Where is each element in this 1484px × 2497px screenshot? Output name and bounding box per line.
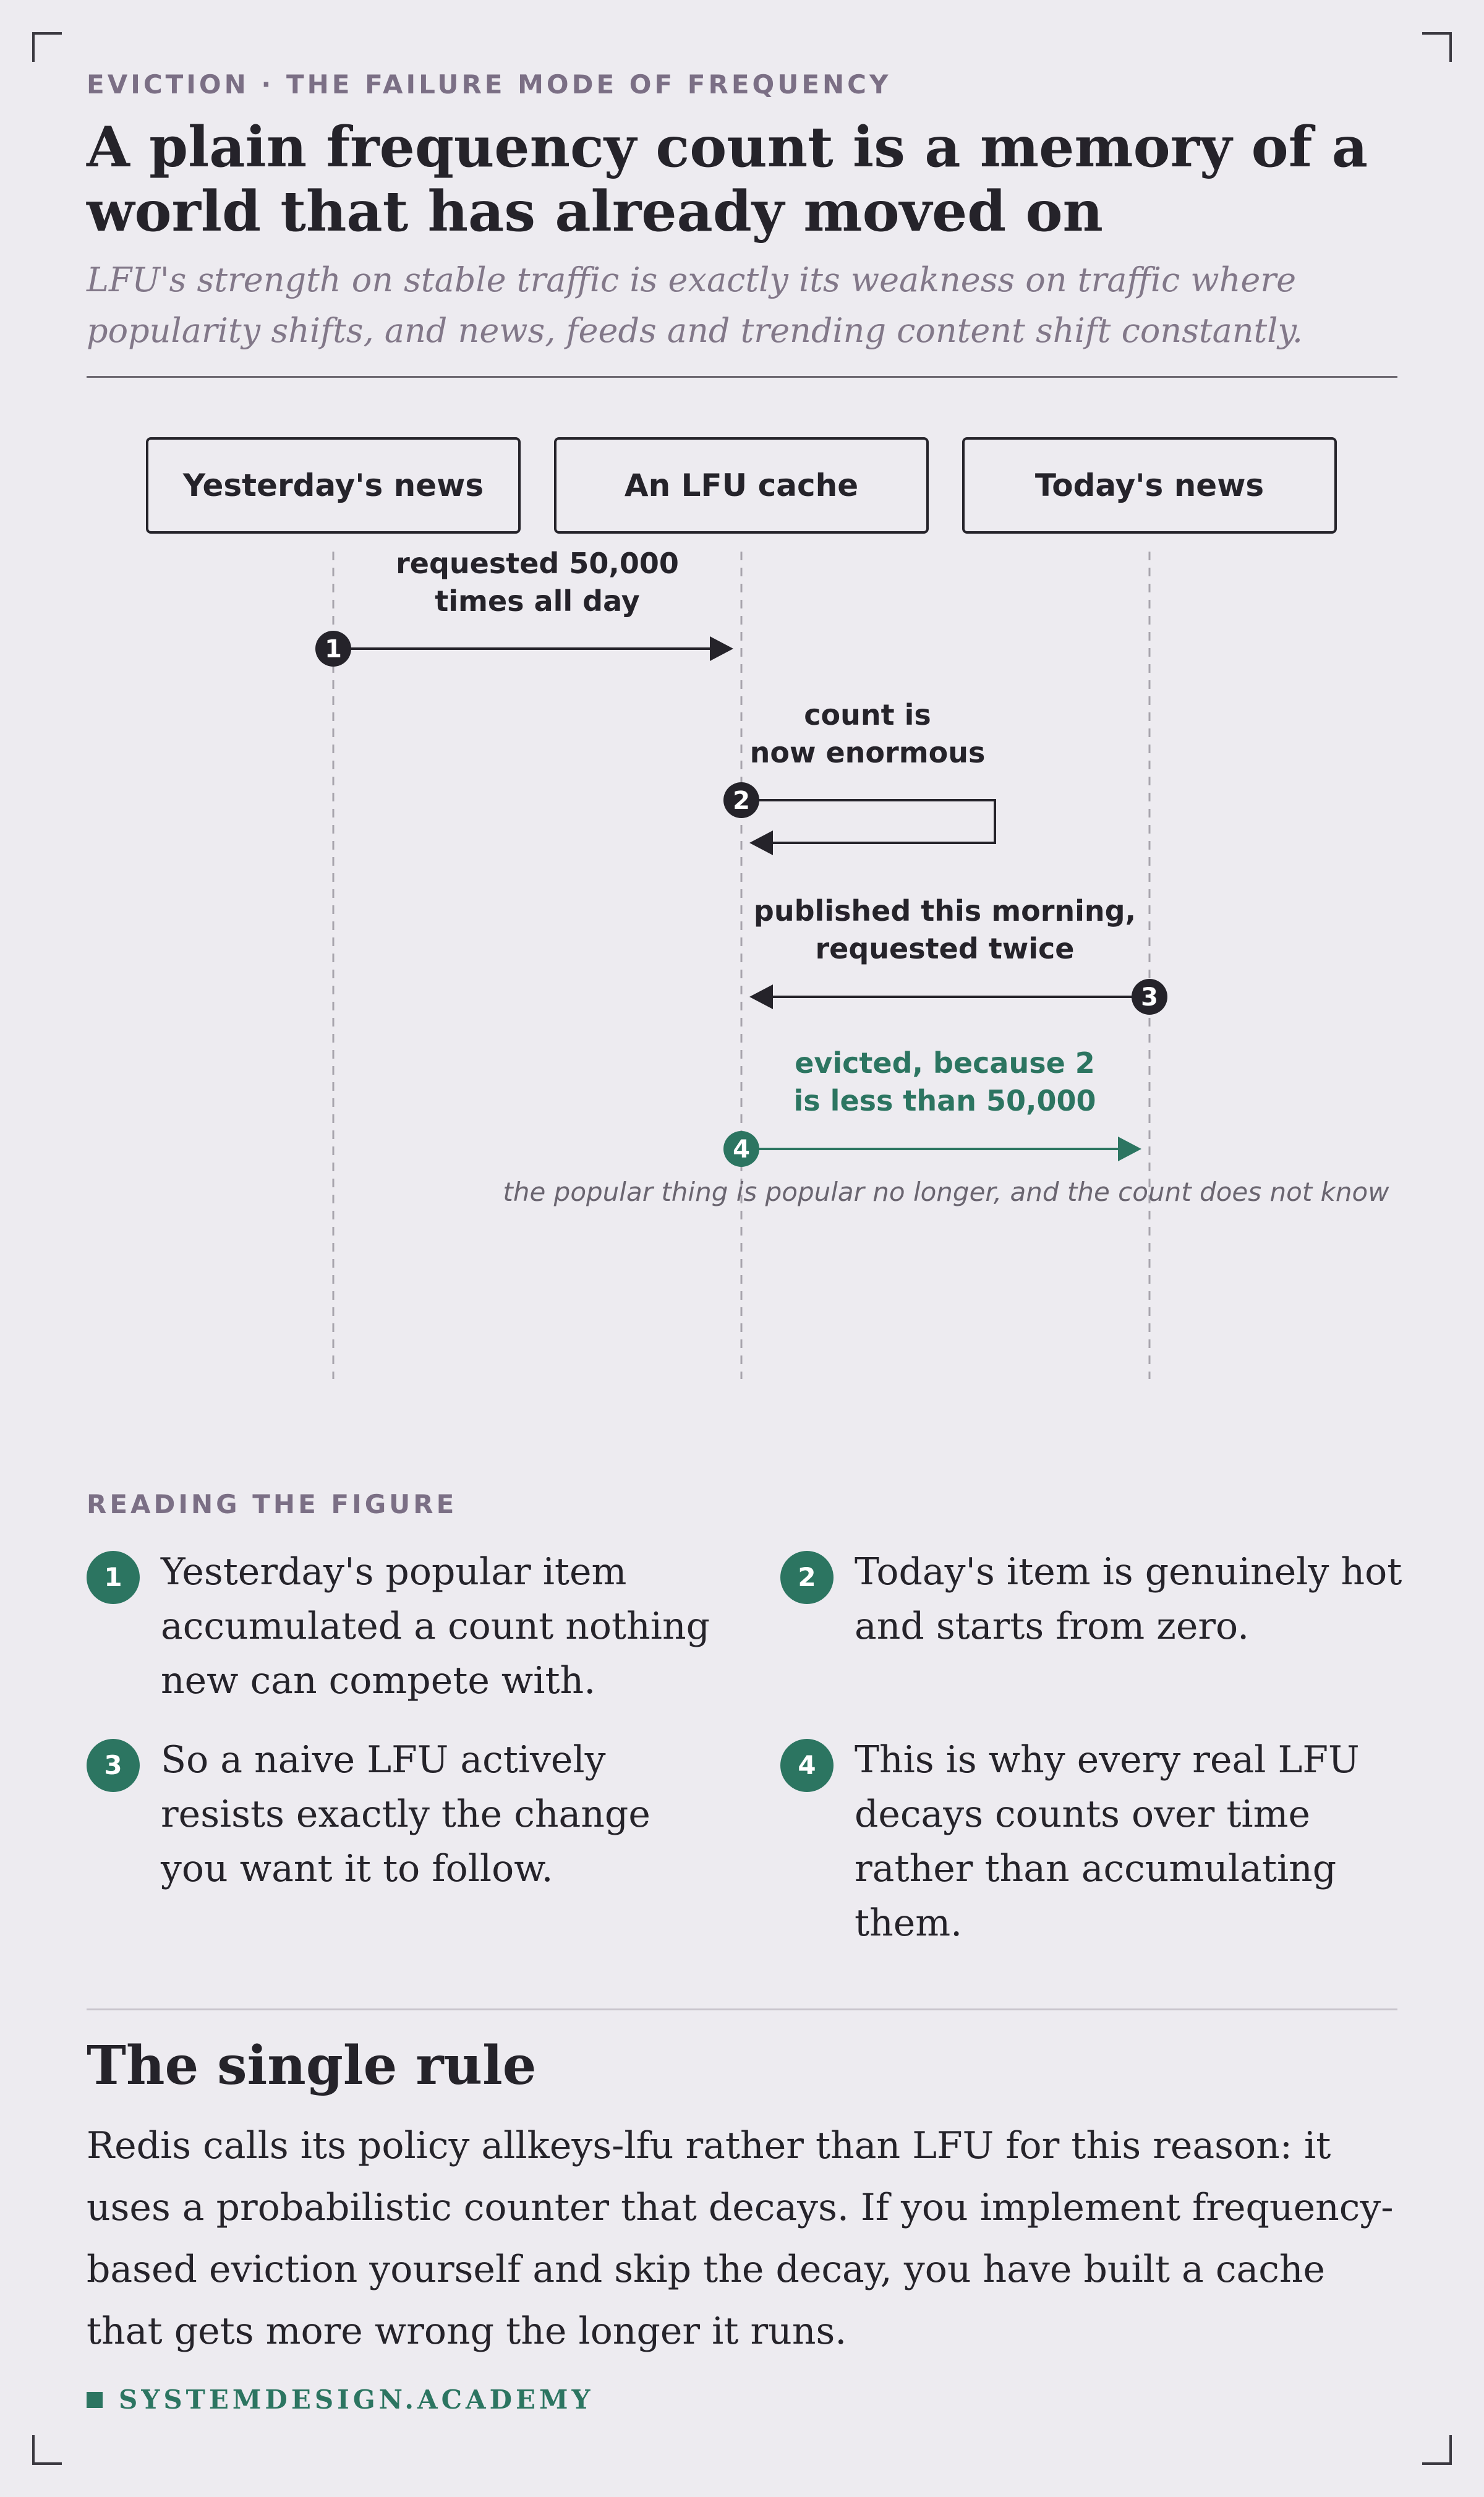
subtitle: LFU's strength on stable traffic is exac… [87, 260, 1303, 350]
step-text: Today's item is genuinely hot and starts… [855, 1550, 1402, 1648]
message-2: count is now enormous 2 [723, 698, 996, 855]
step-number: 4 [733, 1135, 750, 1164]
message-1: requested 50,000 times all day 1 [315, 547, 733, 667]
actor-lfu-cache: An LFU cache [554, 437, 929, 534]
page-title: A plain frequency count is a memory of a… [87, 114, 1368, 244]
step-badge: 1 [87, 1551, 140, 1604]
corner-mark-top-right [1422, 32, 1452, 62]
step-badge [315, 631, 351, 667]
message-label-line: now enormous [750, 736, 986, 769]
message-label-line: requested 50,000 [396, 547, 679, 580]
step-number: 2 [733, 787, 750, 815]
step-badge: 3 [87, 1739, 140, 1792]
arrowhead [749, 830, 773, 855]
message-label-line: published this morning, [754, 894, 1136, 928]
arrowhead [749, 984, 773, 1009]
self-message-arrow [741, 799, 996, 844]
corner-mark-bottom-left [32, 2435, 62, 2465]
diagram-note: the popular thing is popular no longer, … [503, 1177, 1389, 1207]
brand-square-icon [87, 2391, 103, 2408]
step-badge: 4 [780, 1739, 834, 1792]
arrowhead [1118, 1137, 1141, 1161]
message-label-line: requested twice [816, 932, 1075, 965]
brand-footer[interactable]: SYSTEMDESIGN.ACADEMY [87, 2384, 594, 2415]
arrowhead [710, 636, 733, 661]
rule-body: Redis calls its policy allkeys-lfu rathe… [87, 2124, 1394, 2353]
step-number: 3 [1141, 983, 1158, 1012]
step-text: This is why every real LFU decays counts… [855, 1738, 1360, 1945]
header-divider [87, 376, 1397, 378]
step-badge [723, 1131, 759, 1167]
section-divider [87, 2008, 1397, 2010]
eyebrow: EVICTION · THE FAILURE MODE OF FREQUENCY [87, 69, 892, 100]
actor-label: Yesterday's news [182, 467, 484, 503]
message-3: published this morning, requested twice … [749, 894, 1167, 1015]
actor-yesterdays-news: Yesterday's news [146, 437, 521, 534]
message-label-line: count is [804, 698, 931, 732]
step-badge [1132, 979, 1167, 1015]
actor-label: Today's news [1035, 467, 1264, 503]
message-4: evicted, because 2 is less than 50,000 4 [723, 1046, 1141, 1167]
message-label-line: evicted, because 2 [795, 1046, 1095, 1080]
message-label-line: times all day [435, 584, 639, 618]
reading-heading: READING THE FIGURE [87, 1489, 458, 1519]
step-text: Yesterday's popular item accumulated a c… [161, 1550, 710, 1702]
step-badge: 2 [780, 1551, 834, 1604]
corner-mark-top-left [32, 32, 62, 62]
sequence-diagram: Yesterday's news An LFU cache Today's ne… [146, 437, 1389, 1379]
message-label-line: is less than 50,000 [794, 1084, 1096, 1117]
actor-label: An LFU cache [625, 467, 858, 503]
step-text: So a naive LFU actively resists exactly … [161, 1738, 650, 1890]
corner-mark-bottom-right [1422, 2435, 1452, 2465]
step-badge [723, 782, 759, 818]
brand-name: SYSTEMDESIGN.ACADEMY [119, 2384, 594, 2415]
step-number: 1 [325, 635, 342, 664]
actor-todays-news: Today's news [962, 437, 1337, 534]
rule-heading: The single rule [87, 2034, 537, 2097]
